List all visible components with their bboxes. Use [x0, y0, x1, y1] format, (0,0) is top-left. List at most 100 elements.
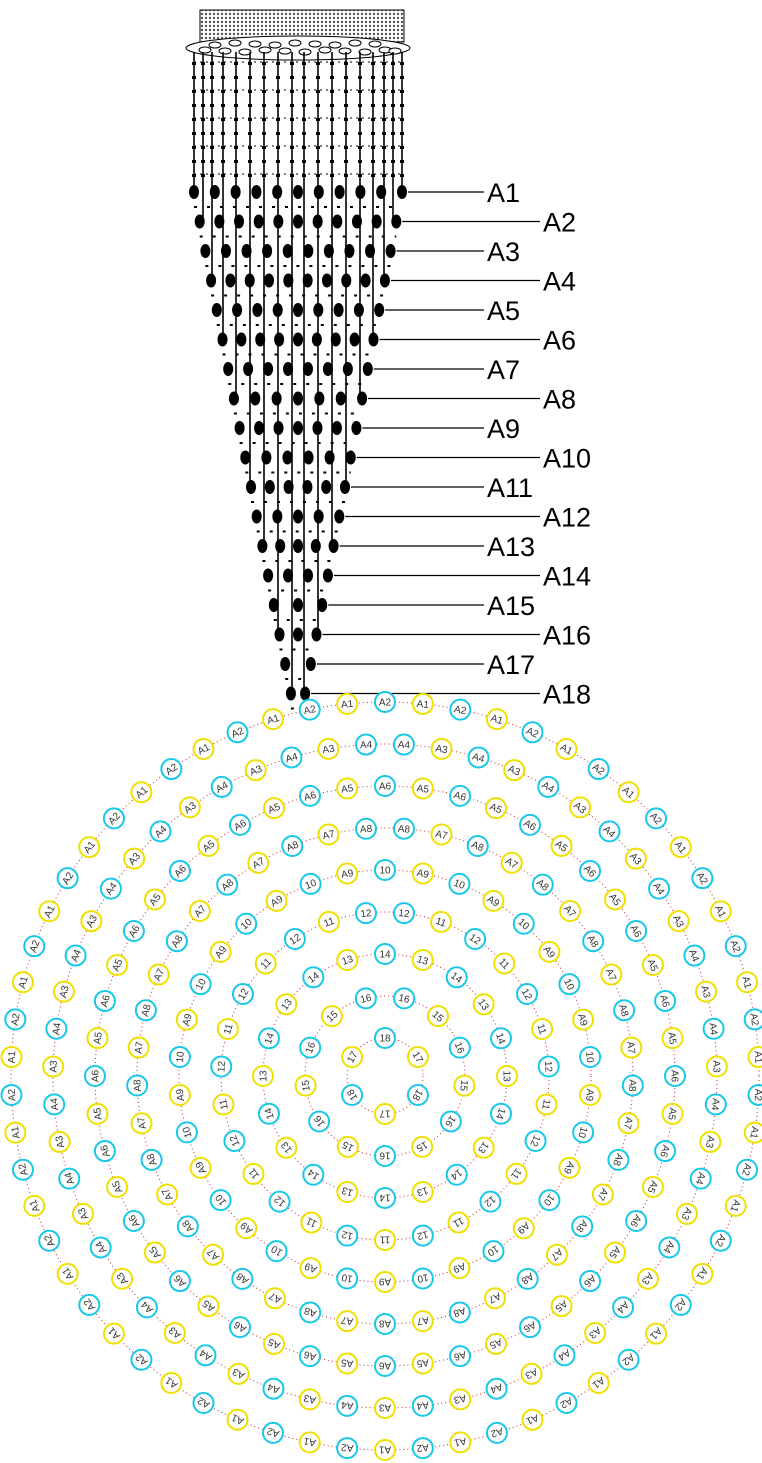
crystal-node-ring: [645, 807, 668, 830]
crystal-node-ring: [294, 1074, 317, 1097]
crystal-node: A1: [669, 836, 692, 859]
crystal-node-ring: [298, 698, 321, 721]
crystal-node: A6: [93, 1140, 116, 1163]
crystal-node-ring: [283, 927, 306, 950]
chain-link: [234, 118, 238, 121]
crystal-node: A7: [188, 899, 211, 922]
crystal-bead: [349, 332, 360, 347]
crystal-node: A1: [192, 737, 215, 760]
chain-link: [382, 160, 386, 163]
crystal-node: 11: [300, 1211, 323, 1234]
crystal-node-ring: [535, 1093, 558, 1116]
crystal-node: A9: [235, 1217, 258, 1240]
crystal-node-label: A2: [558, 1394, 574, 1410]
chain-link: [382, 104, 386, 107]
crystal-node-ring: [99, 877, 122, 900]
crystal-node-ring: [299, 872, 322, 895]
crystal-node: A1: [0, 1046, 23, 1069]
crystal-node-label: A4: [397, 740, 410, 752]
crystal-node: A4: [210, 775, 233, 798]
crystal-node: A5: [604, 888, 627, 911]
crystal-node-ring: [448, 1301, 471, 1324]
crystal-node: A1: [485, 708, 508, 731]
crystal-node-ring: [56, 1262, 79, 1285]
crystal-node-ring: [149, 820, 172, 843]
crystal-node: A4: [689, 1167, 712, 1190]
crystal-node-ring: [490, 1027, 513, 1050]
crystal-node-ring: [411, 1181, 434, 1204]
crystal-node: A9: [579, 1084, 602, 1107]
crystal-node-label: 16: [304, 1040, 318, 1055]
canopy-hole: [228, 39, 242, 47]
crystal-node-ring: [188, 899, 211, 922]
chain-link: [192, 104, 196, 107]
crystal-node-ring: [202, 1243, 225, 1266]
crystal-bead: [328, 539, 339, 553]
crystal-node-ring: [604, 1241, 627, 1264]
crystal-node-label: 10: [416, 1271, 429, 1284]
crystal-bead: [365, 244, 376, 258]
crystal-bead: [285, 686, 296, 701]
crystal-bead: [274, 627, 285, 642]
crystal-node-label: A7: [160, 1186, 176, 1202]
crystal-node-label: A7: [594, 1186, 610, 1202]
crystal-node: A3: [80, 910, 103, 933]
chain-link: [302, 62, 306, 65]
crystal-node: A8: [216, 873, 239, 896]
crystal-node-ring: [223, 1129, 246, 1152]
row-label: A2: [543, 208, 576, 238]
chain-link: [201, 104, 205, 107]
crystal-node-label: A6: [91, 1069, 102, 1082]
chain-link: [316, 118, 320, 121]
crystal-node-ring: [336, 1437, 359, 1460]
crystal-node-label: 12: [542, 1061, 554, 1073]
crystal-node-ring: [531, 873, 554, 896]
crystal-node-ring: [531, 1017, 554, 1040]
chain-link: [276, 174, 280, 177]
chain-link: [302, 132, 306, 135]
crystal-node-ring: [485, 708, 508, 731]
crystal-node-label: 14: [379, 1192, 391, 1203]
crystal-node-ring: [52, 980, 75, 1003]
chain-link: [210, 174, 214, 177]
crystal-node-ring: [143, 1241, 166, 1264]
crystal-node-label: 10: [561, 977, 576, 992]
crystal-node-ring: [484, 1287, 507, 1310]
crystal-node: A1: [747, 1046, 762, 1069]
crystal-node-label: A5: [416, 1356, 430, 1369]
crystal-node: A5: [143, 1241, 166, 1264]
crystal-node: A7: [600, 963, 623, 986]
crystal-node: A5: [336, 777, 359, 800]
crystal-node-label: A4: [69, 948, 84, 964]
chain-link: [262, 160, 266, 163]
crystal-node: 10: [209, 1189, 232, 1212]
crystal-node: 10: [482, 1240, 505, 1263]
crystal-node-ring: [106, 1175, 129, 1198]
crystal-bead: [293, 509, 303, 524]
crystal-node: A9: [572, 1008, 595, 1031]
crystal-node: A1: [555, 737, 578, 760]
crystal-node-label: A1: [558, 742, 574, 758]
crystal-node: 17: [406, 1046, 429, 1068]
crystal-bead: [374, 303, 385, 317]
crystal-node: 13: [336, 1181, 359, 1204]
crystal-node: A8: [134, 999, 157, 1022]
crystal-bead: [228, 391, 239, 406]
crystal-node: A3: [503, 759, 526, 782]
crystal-node: A7: [130, 1112, 153, 1135]
chain-link: [316, 76, 320, 79]
crystal-bead: [311, 332, 322, 347]
chain-link: [330, 90, 334, 93]
crystal-node-ring: [209, 940, 232, 963]
crystal-node-ring: [482, 889, 505, 912]
crystal-node-label: 12: [216, 1060, 228, 1072]
crystal-node-label: 11: [304, 1214, 319, 1229]
crystal-node-ring: [600, 963, 623, 986]
crystal-node-ring: [374, 1187, 396, 1209]
chain-link: [400, 76, 404, 79]
crystal-node-ring: [235, 1217, 258, 1240]
crystal-node: 10: [448, 872, 471, 895]
crystal-bead: [209, 185, 220, 199]
crystal-bead: [293, 185, 303, 199]
canopy-hole: [368, 40, 382, 48]
